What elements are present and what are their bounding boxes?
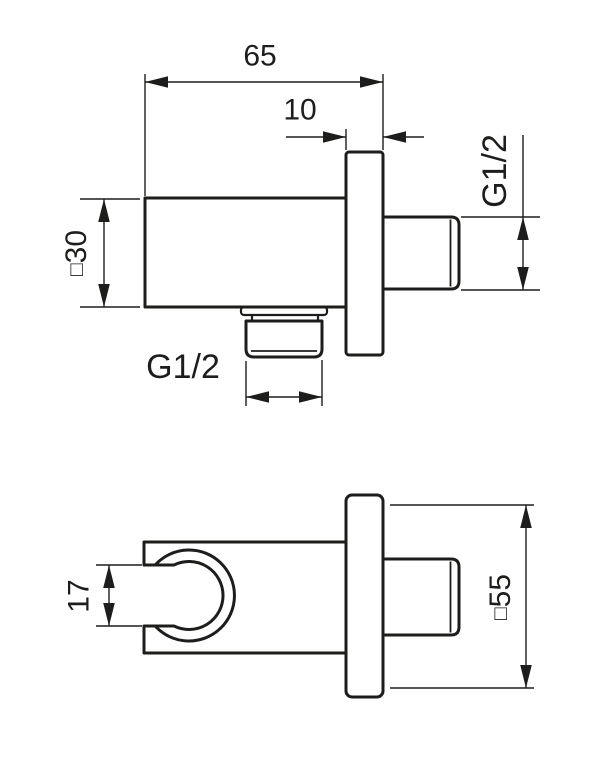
dim-square55-label: □55 <box>484 574 517 620</box>
elbow-body-outline <box>143 196 348 309</box>
wall-thread-nipple <box>381 557 461 637</box>
dim-wall-thread: G1/2 <box>461 134 540 291</box>
square-symbol: □ <box>489 607 512 620</box>
square55-value: 55 <box>484 574 517 607</box>
dim-square30-label: □30 <box>60 230 93 276</box>
dim-body-square: □30 <box>60 198 140 308</box>
dim-fork-opening: 17 <box>63 564 142 627</box>
dim-10-label: 10 <box>283 94 316 127</box>
square30-value: 30 <box>60 230 93 263</box>
bottom-view: 17 □55 <box>63 493 534 699</box>
outlet-thread-nipple <box>244 319 324 359</box>
wall-flange-outline <box>344 493 385 699</box>
outlet-collar <box>239 305 329 317</box>
dim-flange-thickness: 10 <box>283 94 424 150</box>
dim-plate-square: □55 <box>390 504 534 689</box>
dim-g12-outlet-label: G1/2 <box>146 348 220 386</box>
dim-65-label: 65 <box>243 40 276 73</box>
dim-overall-depth: 65 <box>144 40 384 196</box>
square-symbol: □ <box>65 263 88 276</box>
top-view: 65 10 □30 G1/2 G1/2 <box>60 40 540 406</box>
handset-clip-ring <box>153 548 236 643</box>
dim-outlet-thread: G1/2 <box>146 348 323 406</box>
wall-thread-nipple <box>381 215 461 291</box>
dim-17-label: 17 <box>63 579 96 612</box>
dim-g12-wall-label: G1/2 <box>476 134 514 208</box>
wall-flange-outline <box>344 150 385 357</box>
